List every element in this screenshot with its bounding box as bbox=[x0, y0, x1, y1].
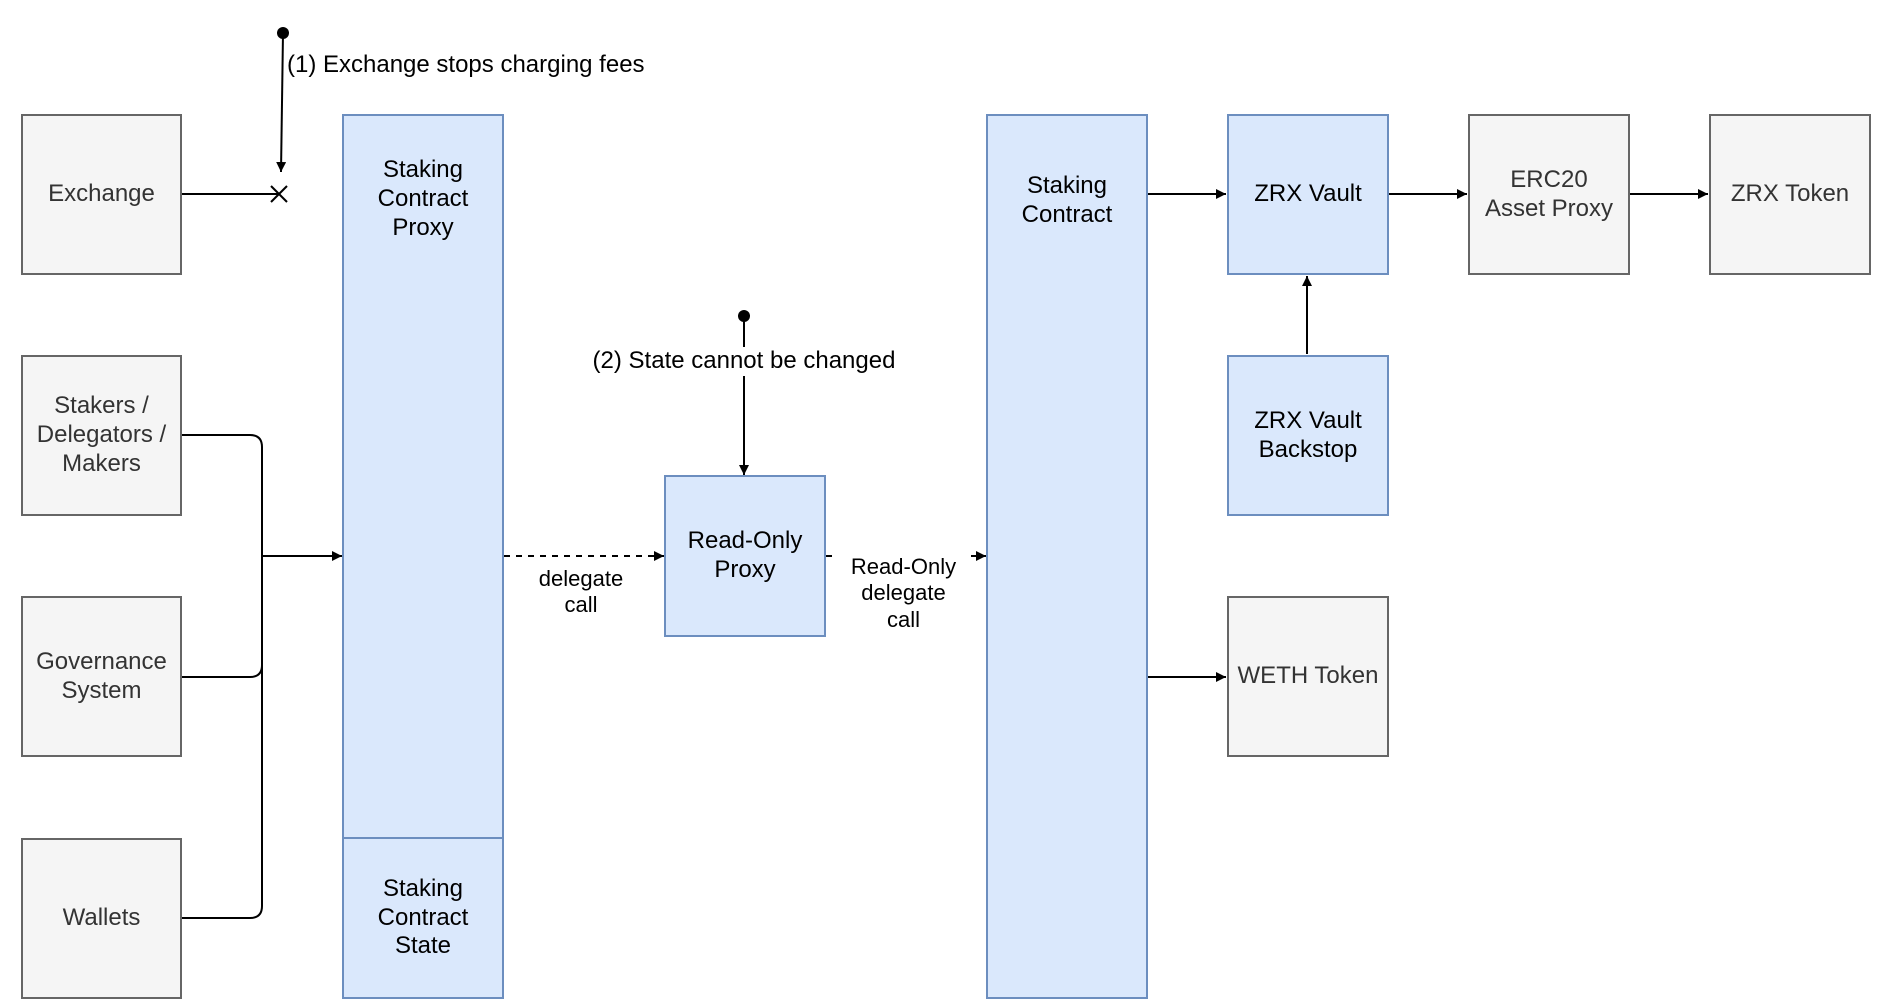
zrx-vault-backstop-node: ZRX Vault Backstop bbox=[1227, 355, 1389, 516]
block-cross-icon bbox=[270, 185, 288, 203]
governance-node: Governance System bbox=[21, 596, 182, 757]
edge-stakers-proxy bbox=[182, 434, 263, 556]
erc20-proxy-label: ERC20 Asset Proxy bbox=[1484, 165, 1614, 222]
delegate-call-label: delegate call bbox=[538, 566, 624, 618]
readonly-proxy-label: Read-Only Proxy bbox=[687, 527, 803, 583]
stakers-label: Stakers / Delegators / Makers bbox=[36, 392, 167, 477]
zrx-vault-node: ZRX Vault bbox=[1227, 114, 1389, 275]
note1-label: (1) Exchange stops charging fees bbox=[287, 51, 645, 80]
weth-token-node: WETH Token bbox=[1227, 596, 1389, 757]
zrx-token-label: ZRX Token bbox=[1730, 180, 1850, 208]
staking-proxy-node: Staking Contract Proxy bbox=[342, 114, 504, 839]
staking-contract-node: Staking Contract bbox=[986, 114, 1148, 999]
edge-governance-proxy bbox=[182, 556, 263, 678]
exchange-node: Exchange bbox=[21, 114, 182, 275]
readonly-delegate-call-label: Read-Only delegate call bbox=[836, 554, 971, 634]
governance-label: Governance System bbox=[36, 647, 167, 704]
zrx-token-node: ZRX Token bbox=[1709, 114, 1871, 275]
weth-token-label: WETH Token bbox=[1237, 662, 1379, 690]
wallets-label: Wallets bbox=[62, 904, 141, 932]
edge-note1-pointer bbox=[276, 32, 287, 173]
staking-state-node: Staking Contract State bbox=[342, 837, 504, 999]
zrx-vault-label: ZRX Vault bbox=[1254, 180, 1362, 208]
staking-contract-label: Staking Contract bbox=[1021, 172, 1113, 228]
exchange-label: Exchange bbox=[48, 180, 155, 208]
readonly-proxy-node: Read-Only Proxy bbox=[664, 475, 826, 637]
staking-proxy-label: Staking Contract Proxy bbox=[377, 156, 469, 241]
note2-label: (2) State cannot be changed bbox=[584, 347, 904, 376]
zrx-vault-backstop-label: ZRX Vault Backstop bbox=[1254, 406, 1362, 463]
wallets-node: Wallets bbox=[21, 838, 182, 999]
erc20-proxy-node: ERC20 Asset Proxy bbox=[1468, 114, 1630, 275]
edge-wallets-proxy bbox=[182, 556, 263, 919]
staking-state-label: Staking Contract State bbox=[377, 874, 469, 960]
stakers-node: Stakers / Delegators / Makers bbox=[21, 355, 182, 516]
